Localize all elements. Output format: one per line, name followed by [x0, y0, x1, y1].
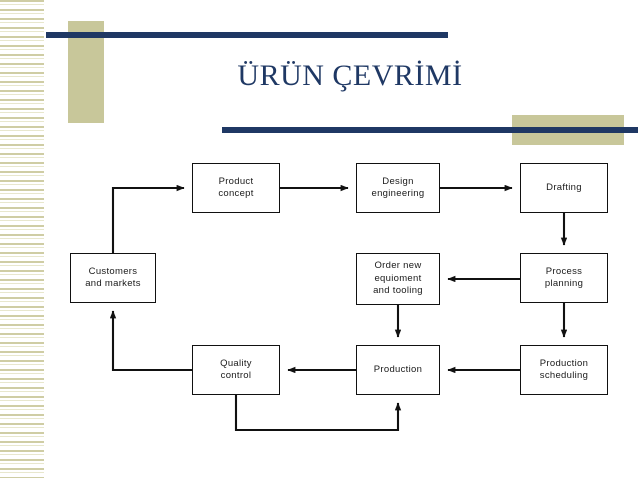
flow-node-customers-and-markets[interactable]: Customers and markets	[70, 253, 156, 303]
flow-node-label: Process planning	[544, 265, 584, 290]
flow-node-label: Drafting	[546, 181, 582, 193]
flow-node-order-new-equipment-and-tooling[interactable]: Order new equioment and tooling	[356, 253, 440, 305]
navy-bar-bottom	[222, 127, 638, 133]
flow-node-quality-control[interactable]: Quality control	[192, 345, 280, 395]
flow-node-label: Production scheduling	[539, 357, 589, 382]
flow-node-label: Product concept	[218, 175, 254, 200]
flow-node-label: Design engineering	[371, 175, 425, 200]
flow-node-label: Production	[373, 363, 423, 375]
khaki-block-top	[68, 21, 104, 123]
flow-node-label: Customers and markets	[85, 265, 141, 290]
flow-node-product-concept[interactable]: Product concept	[192, 163, 280, 213]
flow-node-production[interactable]: Production	[356, 345, 440, 395]
left-striped-band	[0, 0, 44, 478]
left-striped-band-edge	[44, 0, 47, 478]
navy-bar-top	[46, 32, 448, 38]
flow-node-process-planning[interactable]: Process planning	[520, 253, 608, 303]
flow-node-design-engineering[interactable]: Design engineering	[356, 163, 440, 213]
flow-node-label: Quality control	[220, 357, 252, 382]
flow-node-label: Order new equioment and tooling	[373, 260, 423, 297]
flow-node-drafting[interactable]: Drafting	[520, 163, 608, 213]
page-title: ÜRÜN ÇEVRİMİ	[237, 59, 463, 92]
flow-node-production-scheduling[interactable]: Production scheduling	[520, 345, 608, 395]
